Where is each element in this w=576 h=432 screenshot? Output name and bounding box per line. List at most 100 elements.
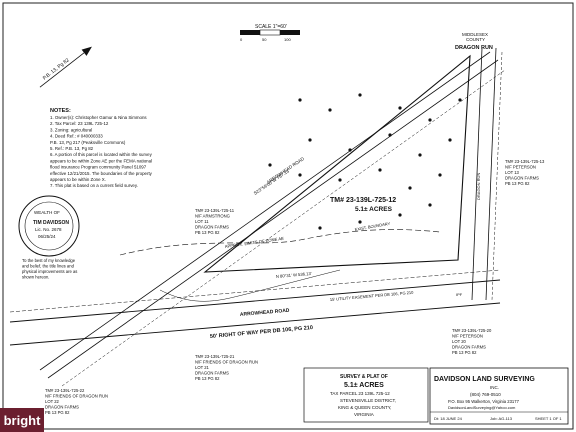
tree-icon bbox=[268, 163, 272, 167]
company-phone: (804) 769-0510 bbox=[470, 392, 501, 397]
tree-icon bbox=[348, 148, 352, 152]
adjoiner-lot: LOT 11 bbox=[195, 219, 209, 224]
tree-icon bbox=[298, 173, 302, 177]
note-line: flood insurance Program community Panel … bbox=[50, 165, 147, 170]
tree-icon bbox=[438, 173, 442, 177]
bright-watermark: bright bbox=[0, 408, 44, 432]
cert-line: shown hereon. bbox=[22, 275, 49, 280]
note-line: appears to be within Zone AE per the FEM… bbox=[50, 158, 152, 163]
adjoiner-pb: PB 13 PG 82 bbox=[195, 376, 220, 381]
tree-icon bbox=[408, 186, 412, 190]
adjoiner-pb: PB 13 PG 82 bbox=[45, 410, 70, 415]
cert-line: and belief, the title lines and bbox=[22, 264, 75, 269]
adjoiner-sub: DRAGON FARMS bbox=[452, 345, 486, 350]
adjoiner-tm: TM# 23-139L-725-22 bbox=[45, 388, 85, 393]
county-line-label: MIDDLESEX COUNTY DRAGON RUN bbox=[455, 32, 493, 51]
company-suffix: INC. bbox=[490, 385, 499, 390]
county-middlesex: MIDDLESEX bbox=[462, 32, 488, 37]
seal-date: 06/25/24 bbox=[38, 234, 56, 239]
ipf-label: IPF bbox=[456, 292, 463, 297]
bearing-south-label: N 80°31' W 536.13' bbox=[276, 271, 312, 279]
east-road bbox=[471, 47, 503, 301]
adjoiner-owner: N/F FRIENDS OF DRAGON RUN bbox=[195, 360, 258, 365]
adjoiner-owner: N/F FRIENDS OF DRAGON RUN bbox=[45, 394, 108, 399]
tree-markers bbox=[268, 93, 462, 230]
adjoiner-lot: LOT 22 bbox=[45, 399, 60, 404]
dragon-run-vertical: DRAGON RUN bbox=[476, 173, 481, 200]
note-line: 5. Ref.: P.B. 13, Pg 82 bbox=[50, 146, 94, 151]
tree-icon bbox=[358, 93, 362, 97]
note-line: effective 12/21/2015. The boundaries of … bbox=[50, 171, 153, 176]
note-line: 1. Owner(s): Christopher Gamur & Nina Si… bbox=[50, 115, 147, 120]
cert-line: To the best of my knowledge bbox=[22, 258, 76, 263]
adjoiner-sub: DRAGON FARMS bbox=[505, 176, 539, 181]
adjoiner-pb: PB 13 PG 82 bbox=[505, 181, 530, 186]
note-line: 2. Tax Parcel: 23 139L 725-12 bbox=[50, 121, 109, 126]
adjoiner-lot: LOT 20 bbox=[452, 339, 467, 344]
diagonal-road bbox=[39, 51, 506, 387]
adjoiner-sub: DRAGON FARMS bbox=[195, 225, 229, 230]
tree-icon bbox=[298, 98, 302, 102]
adjoiner-lot: LOT 21 bbox=[195, 365, 210, 370]
title-parcel: TAX PARCEL 23 139L 725-12 bbox=[330, 391, 390, 396]
company-email: DavidsonLandSurveying@Yahoo.com bbox=[448, 405, 516, 410]
adjoiner-owner: N/F ARMSTRONG bbox=[195, 214, 230, 219]
adjoiner-tm: TM# 23-139L-725-13 bbox=[505, 159, 545, 164]
note-line: 4. Deed Ref.: # 040000333 bbox=[50, 134, 103, 139]
utility-easement-label: 15' UTILITY EASEMENT PER DB 106, PG 210 bbox=[330, 290, 415, 302]
adjoiner-pb: PB 13 PG 82 bbox=[195, 230, 220, 235]
arrowhead-road bbox=[9, 269, 501, 346]
north-arrow-icon bbox=[81, 46, 92, 56]
company-sheet: SHEET 1 OF 1 bbox=[535, 416, 562, 421]
title-line1: SURVEY & PLAT OF bbox=[340, 374, 388, 380]
seal-name: TIM DAVIDSON bbox=[33, 220, 69, 226]
exist-boundary-line bbox=[159, 269, 341, 302]
adjoiner-sub: DRAGON FARMS bbox=[195, 371, 229, 376]
parcel-acres: 5.1± ACRES bbox=[355, 206, 393, 213]
tree-icon bbox=[378, 168, 382, 172]
company-name: DAVIDSON LAND SURVEYING bbox=[434, 376, 535, 383]
tree-icon bbox=[428, 118, 432, 122]
flood-zone-line bbox=[119, 229, 441, 256]
tree-icon bbox=[448, 138, 452, 142]
north-arrow-ref: P.B. 13, Pg 82 bbox=[42, 57, 71, 81]
tree-icon bbox=[308, 138, 312, 142]
note-line: appears to be within Zone X. bbox=[50, 177, 106, 182]
seal-line1: WEALTH OF bbox=[34, 210, 60, 215]
adjoiner-owner: N/F PETERSON bbox=[452, 334, 483, 339]
adjoiner-tm: TM# 23-139L-725-21 bbox=[195, 354, 235, 359]
cert-line: physical improvements are as bbox=[22, 269, 77, 274]
parcel-label: TM# 23-139L-725-12 5.1± ACRES bbox=[330, 197, 396, 213]
tree-icon bbox=[398, 106, 402, 110]
dragon-run-label: DRAGON RUN bbox=[455, 45, 493, 51]
note-line: 3. Zoning: agricultural bbox=[50, 127, 92, 132]
tree-icon bbox=[328, 108, 332, 112]
tree-icon bbox=[418, 153, 422, 157]
adjoiner-lot: LOT 13 bbox=[505, 170, 520, 175]
notes-title: NOTES: bbox=[50, 108, 71, 114]
seal-number: Lic. No. 2678 bbox=[35, 227, 62, 232]
road-label-diagonal: ARROWHEAD ROAD bbox=[266, 156, 306, 185]
title-district: STEVENSVILLE DISTRICT, bbox=[340, 398, 396, 403]
scale-label: SCALE 1"=60' bbox=[255, 24, 287, 30]
tree-icon bbox=[458, 98, 462, 102]
note-line: P.B. 13, Pg 217 (Peaksville Commons) bbox=[50, 140, 126, 145]
scale-bar: SCALE 1"=60' 0 50 100 bbox=[240, 24, 300, 42]
adjoiner-sub: DRAGON FARMS bbox=[45, 405, 79, 410]
adjoiner-tm: TM# 23-139L-725-20 bbox=[452, 328, 492, 333]
tree-icon bbox=[338, 178, 342, 182]
adjoiner-owner: N/F PETERSON bbox=[505, 165, 536, 170]
company-date: Dt: 18 JUNE 24 bbox=[434, 416, 463, 421]
scale-tick-50: 50 bbox=[262, 37, 267, 42]
tree-icon bbox=[388, 133, 392, 137]
parcel-tm: TM# 23-139L-725-12 bbox=[330, 197, 396, 204]
scale-tick-0: 0 bbox=[240, 37, 243, 42]
adjoiner-pb: PB 13 PG 82 bbox=[452, 350, 477, 355]
title-acres: 5.1± ACRES bbox=[344, 382, 384, 389]
note-line: 7. This plat is based on a current field… bbox=[50, 183, 138, 188]
tree-icon bbox=[428, 203, 432, 207]
